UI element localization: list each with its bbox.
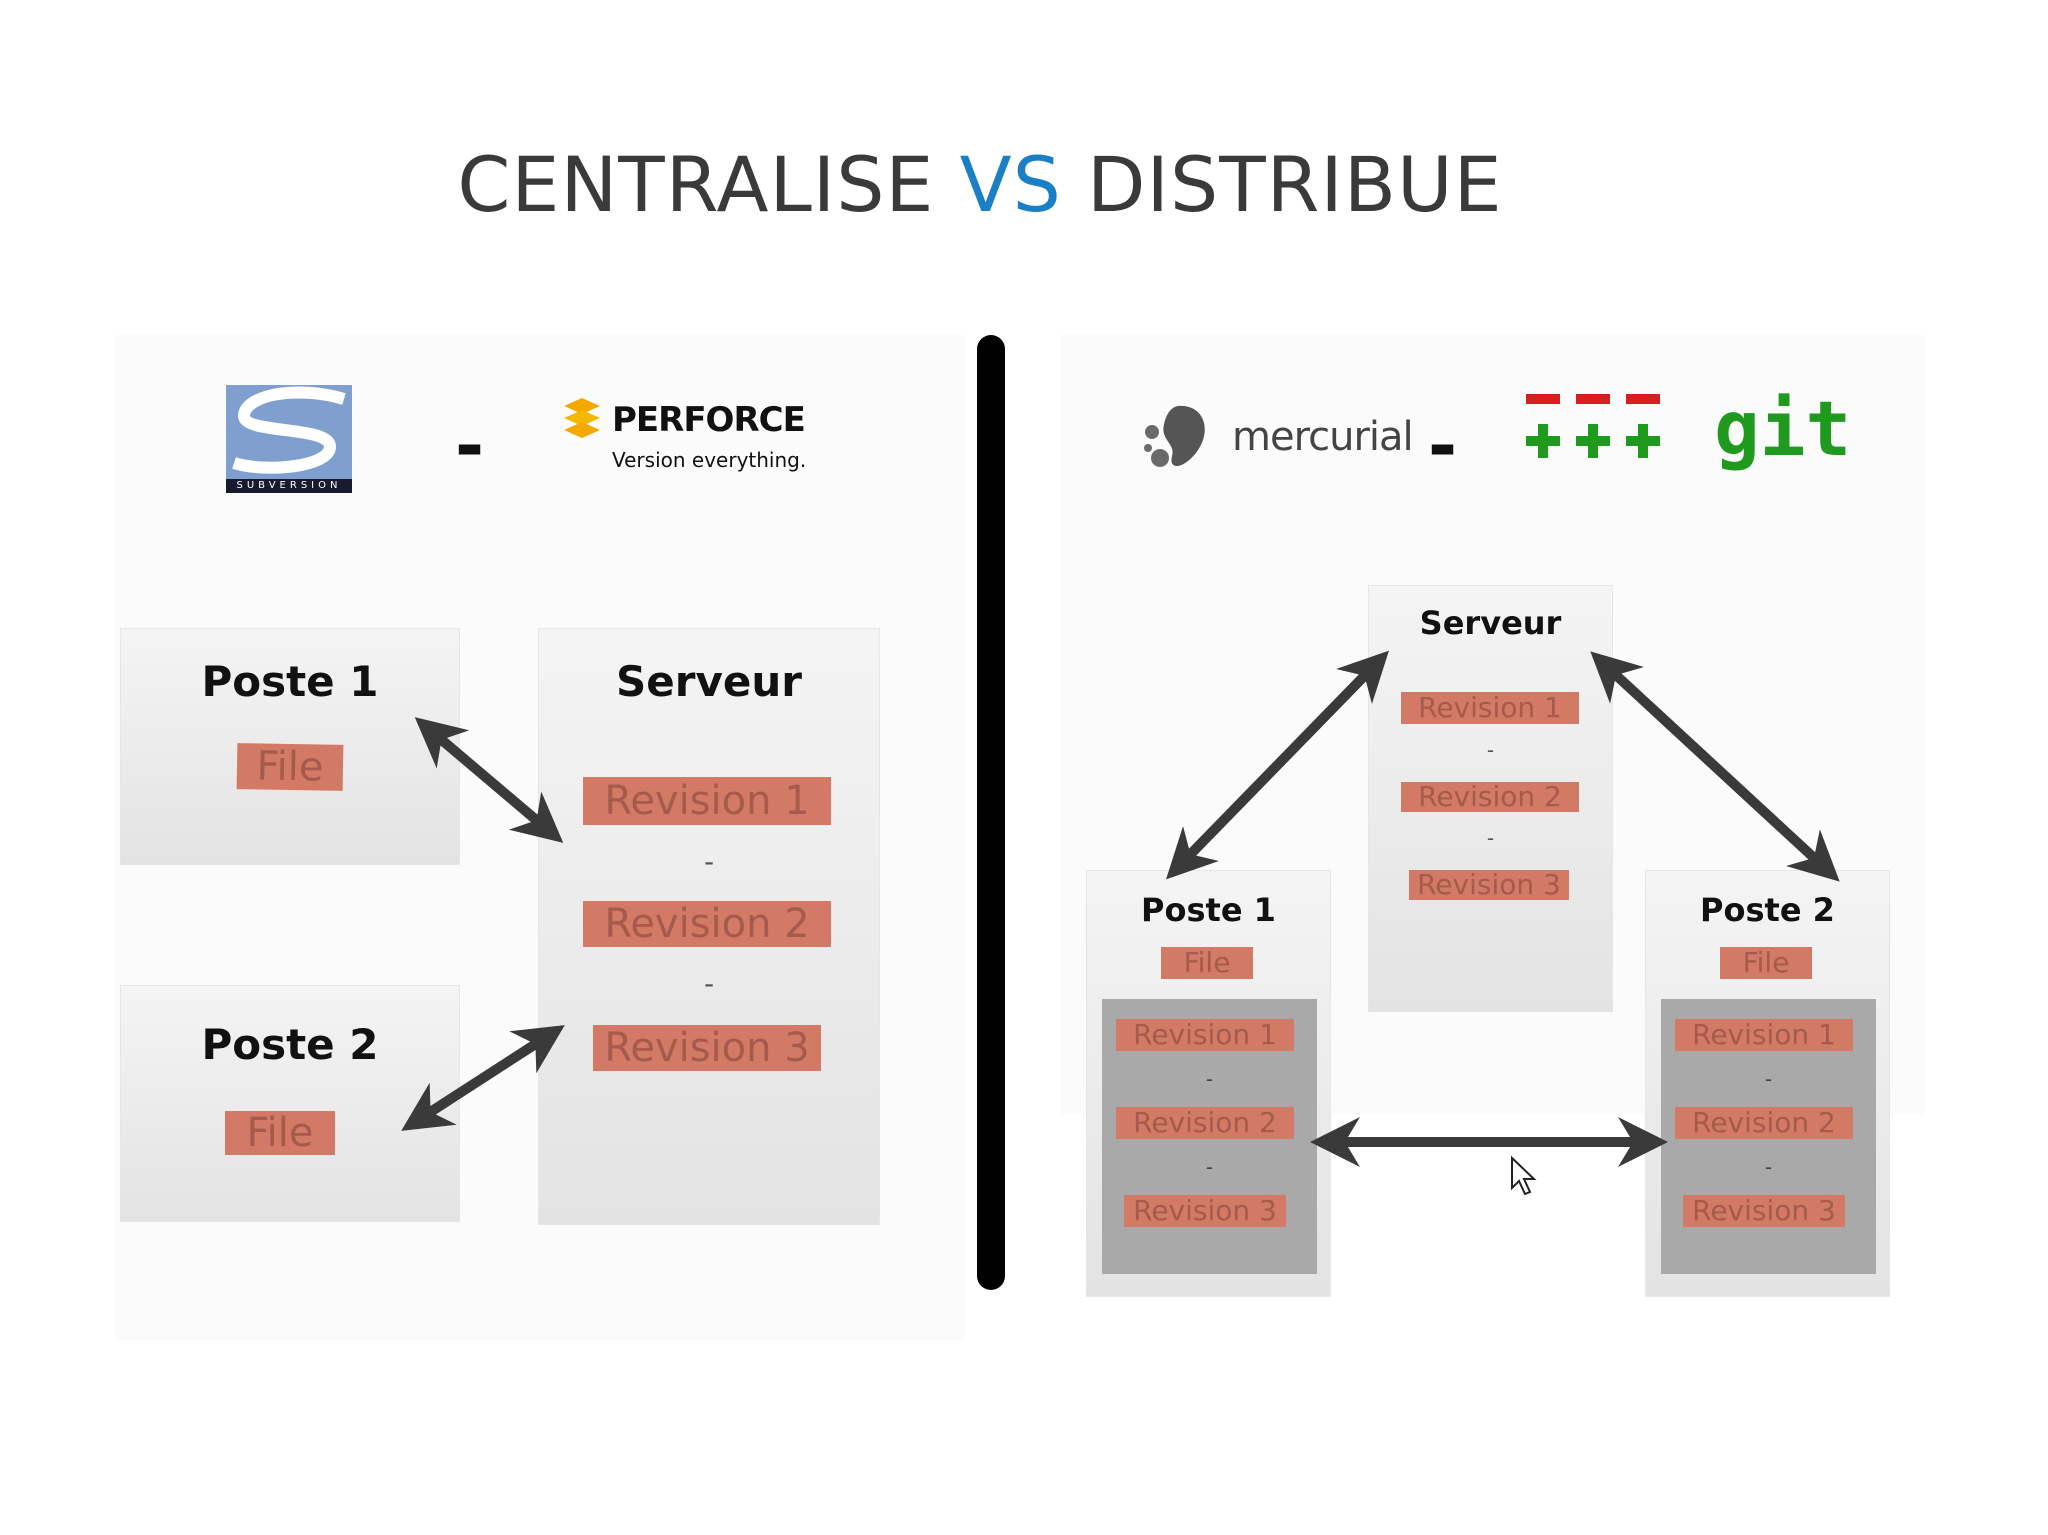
title-vs: VS <box>959 140 1062 229</box>
git-logo: git <box>1524 384 1869 473</box>
dist-poste1-local-repo: Revision 1 - Revision 2 - Revision 3 <box>1102 999 1317 1274</box>
perforce-tagline: Version everything. <box>612 448 807 472</box>
logo-separator-right: - <box>1428 405 1458 487</box>
server-revision-2: Revision 2 <box>583 901 831 947</box>
dist-poste2-local-repo: Revision 1 - Revision 2 - Revision 3 <box>1661 999 1876 1274</box>
dist-poste1-revision-2: Revision 2 <box>1116 1107 1294 1139</box>
logo-separator-left: - <box>455 405 485 487</box>
dist-poste1-separator-1: - <box>1205 1067 1214 1091</box>
dist-poste1-title: Poste 1 <box>1141 891 1276 929</box>
git-diff-icon <box>1526 394 1660 458</box>
slide-title: CENTRALISE VS DISTRIBUE <box>0 140 1960 229</box>
dist-server-separator-2: - <box>1486 826 1495 850</box>
poste2-title: Poste 2 <box>201 1020 379 1069</box>
title-part-2: DISTRIBUE <box>1061 140 1503 229</box>
poste1-box: Poste 1 File <box>120 628 460 865</box>
perforce-wordmark: PERFORCE <box>612 400 806 440</box>
subversion-wordmark: SUBVERSION <box>236 480 342 491</box>
dist-server-revision-2: Revision 2 <box>1401 782 1579 812</box>
server-revision-3: Revision 3 <box>593 1025 821 1071</box>
poste2-box: Poste 2 File <box>120 985 460 1222</box>
perforce-logo: PERFORCE Version everything. <box>560 398 820 478</box>
vertical-divider <box>977 335 1005 1290</box>
dist-server-box: Serveur Revision 1 - Revision 2 - Revisi… <box>1368 585 1613 1012</box>
dist-poste2-separator-1: - <box>1764 1067 1773 1091</box>
poste2-file: File <box>225 1111 335 1155</box>
dist-poste1-file: File <box>1161 947 1253 979</box>
dist-poste1-revision-3: Revision 3 <box>1124 1195 1286 1227</box>
perforce-icon <box>564 398 600 438</box>
dist-server-separator-1: - <box>1486 738 1495 762</box>
server-separator-2: - <box>703 967 715 1000</box>
mercurial-icon <box>1144 405 1205 467</box>
poste1-file: File <box>236 743 344 791</box>
title-part-1: CENTRALISE <box>457 140 960 229</box>
dist-server-revision-1: Revision 1 <box>1401 692 1579 724</box>
dist-poste2-separator-2: - <box>1764 1155 1773 1179</box>
dist-poste2-revision-2: Revision 2 <box>1675 1107 1853 1139</box>
server-revision-1: Revision 1 <box>583 777 831 825</box>
dist-poste2-title: Poste 2 <box>1700 891 1835 929</box>
dist-poste2-revision-1: Revision 1 <box>1675 1019 1853 1051</box>
dist-poste2-file: File <box>1720 947 1812 979</box>
subversion-logo: SUBVERSION <box>226 385 352 493</box>
server-box: Serveur Revision 1 - Revision 2 - Revisi… <box>538 628 880 1225</box>
server-title: Serveur <box>616 657 802 706</box>
mercurial-wordmark: mercurial <box>1232 414 1414 460</box>
mouse-cursor-icon <box>1511 1155 1537 1196</box>
dist-poste2-box: Poste 2 File Revision 1 - Revision 2 - R… <box>1645 870 1890 1297</box>
dist-server-revision-3: Revision 3 <box>1409 870 1569 900</box>
dist-poste2-revision-3: Revision 3 <box>1683 1195 1845 1227</box>
dist-server-title: Serveur <box>1419 604 1562 642</box>
dist-poste1-revision-1: Revision 1 <box>1116 1019 1294 1051</box>
poste1-title: Poste 1 <box>201 657 379 706</box>
dist-poste1-separator-2: - <box>1205 1155 1214 1179</box>
mercurial-logo: mercurial <box>1138 400 1414 480</box>
git-wordmark: git <box>1714 384 1852 473</box>
dist-poste1-box: Poste 1 File Revision 1 - Revision 2 - R… <box>1086 870 1331 1297</box>
server-separator-1: - <box>703 845 715 878</box>
